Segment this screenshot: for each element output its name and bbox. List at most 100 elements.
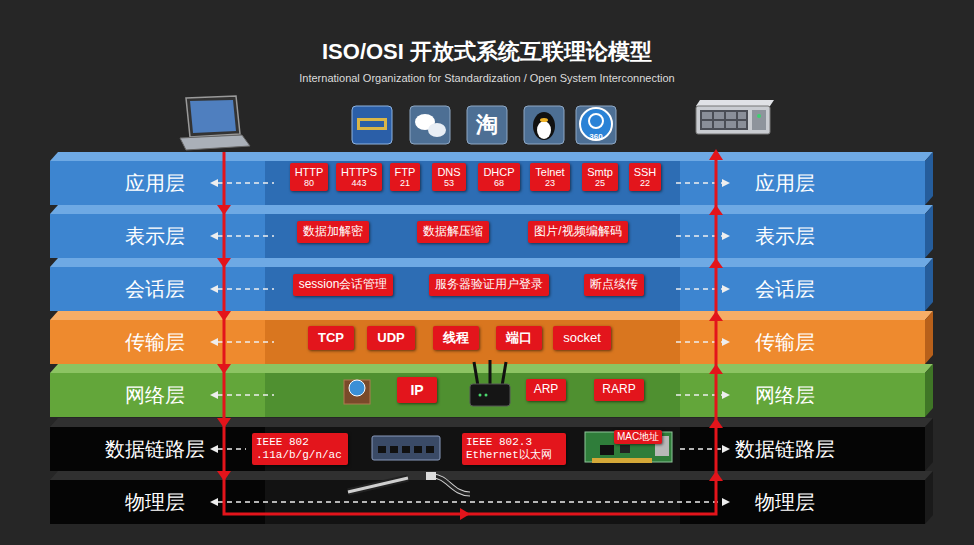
dashed-peer-arrows [218,183,722,502]
layer-slabs [50,152,933,524]
layer-label-slot: 应用层 [685,161,885,205]
layer-label-slot: 数据链路层 [55,427,255,471]
slab-left-face [50,161,265,205]
slab-left-face [50,373,265,417]
tag-text: ARP [534,383,559,397]
protocol-tag: IEEE 802.3 Ethernet以太网 [462,433,566,464]
tag-text: IEEE 802 .11a/b/g/n/ac [256,436,344,461]
protocol-tag: ARP [526,379,567,401]
slab-left-face [50,267,265,311]
protocol-tag: Smtp25 [582,163,618,192]
slab-side-face [925,418,933,471]
layer-name: 传输层 [125,331,185,353]
tag-text: HTTP [295,166,324,179]
tag-text: FTP [395,166,416,179]
slab-top-face [50,418,933,427]
layer-label-slot: 会话层 [685,267,885,311]
dashed-arrowheads [210,179,730,506]
slab-middle-face [265,214,680,258]
protocol-tag: session会话管理 [293,274,394,296]
cable-icons [348,472,470,494]
diagram-title: ISO/OSI 开放式系统互联理论模型 [322,37,652,67]
tag-text: 数据加解密 [303,225,363,239]
tag-text: 断点续传 [590,278,638,292]
tag-text: 端口 [506,331,532,346]
tag-text: socket [563,331,601,346]
tag-text: session会话管理 [299,278,388,292]
layer-label-slot: 网络层 [55,373,255,417]
layer-name: 传输层 [755,331,815,353]
layer-label-slot: 表示层 [685,214,885,258]
slab-top-face [50,471,933,480]
icon-text: 淘 [476,110,498,140]
layer-name: 物理层 [755,491,815,513]
layer-name: 数据链路层 [735,438,835,460]
slab-side-face [925,205,933,258]
protocol-tag: 线程 [433,326,479,351]
layer-name: 会话层 [125,278,185,300]
osi-layer-band: 表示层表示层数据加解密数据解压缩图片/视频编解码 [50,214,925,258]
layer-name: 应用层 [755,172,815,194]
tag-text: 服务器验证用户登录 [435,278,543,292]
tag-text: MAC地址 [617,431,659,443]
protocol-tag: IEEE 802 .11a/b/g/n/ac [252,433,348,464]
layer-label-slot: 物理层 [55,480,255,524]
protocol-tag: 服务器验证用户登录 [429,274,549,296]
layer-name: 应用层 [125,172,185,194]
tag-text: IP [410,382,423,398]
protocol-tag: HTTPS443 [336,163,382,192]
layer-label-slot: 网络层 [685,373,885,417]
protocol-tag: TCP [308,326,354,351]
tag-text: TCP [318,331,344,346]
protocol-tag: SSH22 [629,163,662,192]
osi-layer-band: 数据链路层数据链路层IEEE 802 .11a/b/g/n/acIEEE 802… [50,427,925,471]
tag-text: Smtp [587,166,613,179]
port-number: 80 [295,178,324,188]
port-number: 53 [437,178,460,188]
slab-left-face [50,214,265,258]
slab-left-face [50,480,265,524]
protocol-tag: 断点续传 [584,274,644,296]
port-number: 23 [535,178,564,188]
tag-text: IEEE 802.3 Ethernet以太网 [466,436,562,461]
slab-side-face [925,471,933,524]
server-icon [696,100,774,134]
layer-name: 网络层 [755,384,815,406]
layer-name: 表示层 [755,225,815,247]
slab-middle-face [265,320,680,364]
datalink-icons [372,432,672,463]
tag-text: DHCP [483,166,514,179]
tag-text: SSH [634,166,657,179]
slab-left-face [50,427,265,471]
layer-name: 会话层 [755,278,815,300]
port-number: 22 [634,178,657,188]
protocol-tag: DNS53 [432,163,465,192]
slab-top-face [50,205,933,214]
osi-layer-band: 会话层 会话层 session会话管理 服务器验证用户登录 断点续传 [50,267,925,311]
tag-text: RARP [602,383,635,397]
layer-label-slot: 数据链路层 [685,427,885,471]
laptop-icon [180,96,250,150]
osi-layer-band: 网络层 网络层 IP ARP RARP [50,373,925,417]
slab-left-face [50,320,265,364]
layer-label-slot: 会话层 [55,267,255,311]
osi-layer-band: 物理层 物理层 [50,480,925,524]
icon-text: 360 [589,132,602,141]
protocol-tag: MAC地址 [614,430,662,444]
subtitle-text: International Organization for Standardi… [299,72,674,84]
slab-side-face [925,311,933,364]
tag-text: HTTPS [341,166,377,179]
protocol-tag: DHCP68 [478,163,519,192]
osi-layer-band: 传输层传输层TCPUDP线程端口socket [50,320,925,364]
protocol-tag: FTP21 [390,163,421,192]
layer-name: 表示层 [125,225,185,247]
slab-side-face [925,152,933,205]
protocol-tag: RARP [594,379,643,401]
protocol-tag: 端口 [496,326,542,351]
layer-name: 网络层 [125,384,185,406]
app-icons [352,106,616,144]
osi-layer-band: 应用层应用层HTTP80HTTPS443FTP21DNS53DHCP68Teln… [50,161,925,205]
data-flow-path [217,149,723,520]
protocol-tag: IP [397,377,436,403]
